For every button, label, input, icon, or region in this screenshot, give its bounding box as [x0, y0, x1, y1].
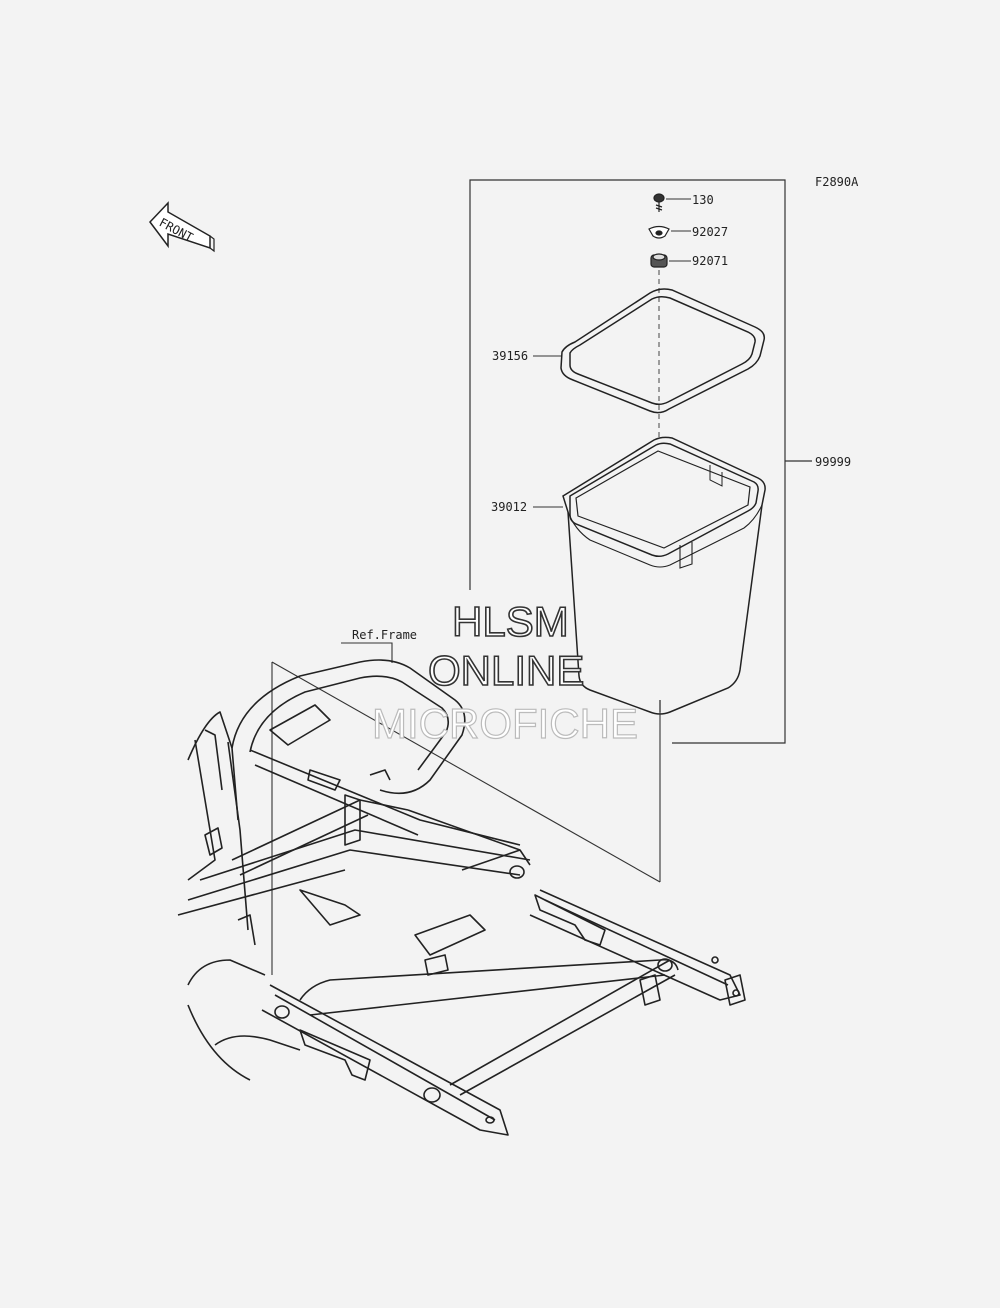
assembly-bracket — [469, 179, 812, 744]
diagram-code: F2890A — [815, 175, 859, 189]
label-ref-frame: Ref.Frame — [352, 628, 417, 642]
watermark: HLSM ONLINE MICROFICHE — [371, 597, 638, 747]
front-arrow-icon: FRONT — [149, 201, 215, 253]
seal-ring — [560, 288, 766, 414]
vehicle-frame — [177, 659, 746, 1136]
watermark-line3: MICROFICHE — [372, 700, 638, 747]
label-grommet: 92071 — [692, 254, 728, 268]
watermark-line1: HLSM — [452, 598, 569, 645]
label-seal: 39156 — [492, 349, 528, 363]
storage-box — [562, 436, 766, 715]
washer-icon — [648, 225, 670, 239]
watermark-line2: ONLINE — [428, 647, 584, 694]
label-bolt: 130 — [692, 193, 714, 207]
label-box: 39012 — [491, 500, 527, 514]
projection-lines — [271, 661, 661, 975]
label-assembly: 99999 — [815, 455, 851, 469]
label-washer: 92027 — [692, 225, 728, 239]
grommet-icon — [650, 253, 668, 268]
bolt-icon — [653, 193, 665, 212]
ref-frame-leader — [341, 642, 393, 663]
